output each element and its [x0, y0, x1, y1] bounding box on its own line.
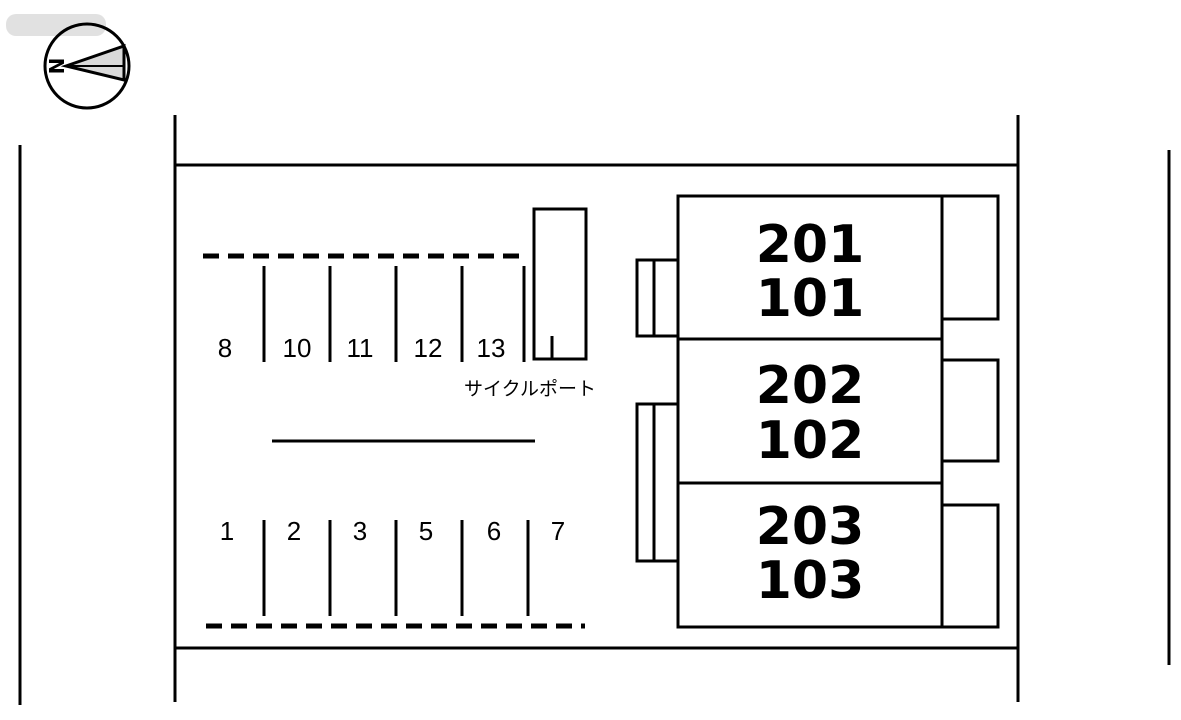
balcony	[940, 194, 1000, 321]
parking-space-label: 6	[487, 516, 501, 546]
parking-upper-row: 8 10 11 12 13	[203, 253, 526, 363]
parking-space-label: 3	[353, 516, 367, 546]
apartment-building: 201 101 202 102 203 103	[635, 194, 1000, 629]
entrance-porch	[635, 402, 680, 563]
blurred-watermark	[6, 14, 106, 36]
cycle-port-box	[532, 207, 588, 361]
site-boundary	[173, 115, 1020, 702]
balcony	[940, 503, 1000, 629]
parking-space-label: 8	[218, 333, 232, 363]
north-arrow-icon	[60, 43, 126, 82]
parking-space-label: 2	[287, 516, 301, 546]
compass-circle	[43, 22, 131, 110]
unit-label: 201	[756, 215, 865, 275]
north-compass: N	[43, 22, 131, 110]
parking-space-label: 7	[551, 516, 565, 546]
parking-space-label: 5	[419, 516, 433, 546]
unit-label: 103	[756, 551, 865, 611]
unit-label: 101	[756, 269, 865, 329]
parking-space-label: 1	[220, 516, 234, 546]
cycle-port-label: サイクルポート	[464, 378, 596, 400]
unit-label: 102	[756, 411, 865, 471]
north-letter: N	[45, 58, 69, 75]
parking-lower-row: 1 2 3 5 6 7	[206, 516, 585, 629]
cycle-port: サイクルポート	[464, 207, 596, 400]
balcony	[940, 358, 1000, 463]
entrance-porch	[635, 258, 680, 338]
unit-label: 203	[756, 497, 865, 557]
parking-space-label: 10	[283, 333, 312, 363]
unit-label: 202	[756, 356, 865, 416]
parking-space-label: 12	[414, 333, 443, 363]
parking-space-label: 13	[477, 333, 506, 363]
parking-space-label: 11	[347, 333, 374, 363]
